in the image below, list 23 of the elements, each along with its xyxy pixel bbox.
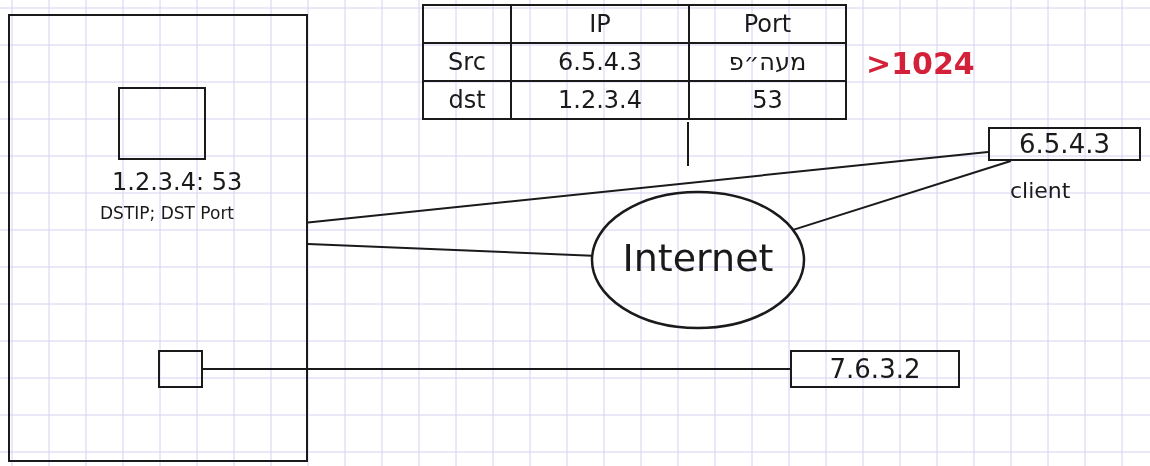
table-cell: IP	[511, 5, 689, 43]
connector-line	[202, 368, 791, 370]
small-box	[118, 87, 206, 160]
connector-line	[307, 150, 989, 224]
table-cell: dst	[423, 81, 511, 119]
address-box: 7.6.3.2	[790, 350, 960, 388]
table-cell: 6.5.4.3	[511, 43, 689, 81]
note-text: >1024	[866, 46, 975, 81]
server-box	[8, 14, 308, 462]
small-box	[158, 350, 203, 388]
network-ellipse	[590, 190, 806, 330]
connector-line	[307, 243, 594, 257]
table-cell: Port	[689, 5, 846, 43]
node-caption: DSTIP; DST Port	[100, 203, 235, 223]
address-box: 6.5.4.3	[988, 127, 1141, 161]
node-label: Internet	[621, 236, 775, 280]
connector-line	[792, 160, 1012, 231]
table-cell: 1.2.3.4	[511, 81, 689, 119]
node-caption: 1.2.3.4: 53	[112, 168, 243, 196]
table-cell: 53	[689, 81, 846, 119]
node-caption: client	[1010, 178, 1071, 203]
table-cell: Src	[423, 43, 511, 81]
table-cell: מעה״פ	[689, 43, 846, 81]
